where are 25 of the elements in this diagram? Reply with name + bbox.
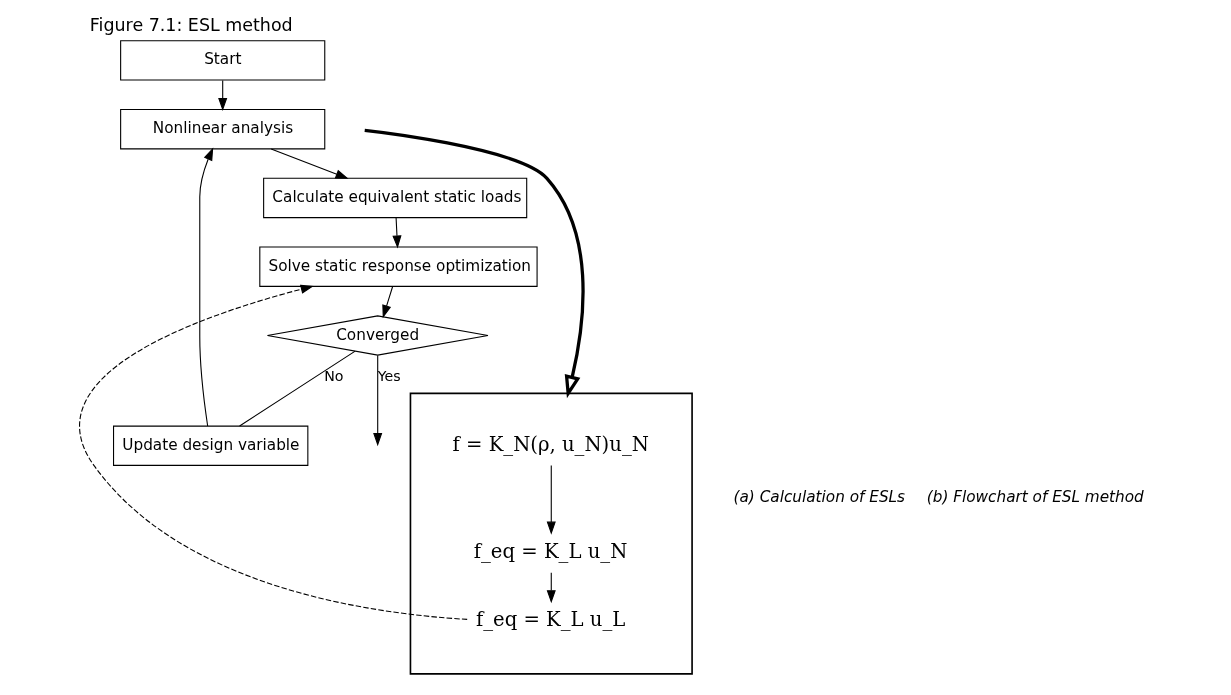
edge-label: No [324, 367, 344, 384]
node-box: Nonlinear analysis [120, 109, 326, 150]
node-box: Calculate equivalent static loads [263, 177, 528, 219]
diagram-title: Figure 7.1: ESL method [89, 14, 293, 35]
arrow [382, 286, 394, 319]
arrow [199, 147, 214, 427]
arrow [546, 465, 556, 535]
node-box: Solve static response optimization [259, 246, 538, 287]
arrow [392, 217, 402, 249]
node-text: f = K_N(ρ, u_N)u_N [452, 432, 649, 456]
node-text: f_eq = K_L u_N [473, 539, 628, 563]
arrow [270, 148, 349, 179]
edge-label: Yes [377, 367, 401, 384]
arrow [218, 79, 228, 111]
connector [239, 350, 356, 427]
arrow [373, 354, 383, 447]
cluster [409, 392, 693, 675]
label: (a) Calculation of ESLs [733, 488, 906, 507]
arrow [364, 128, 585, 399]
arrow [79, 284, 468, 620]
node-diamond: Converged [266, 315, 489, 356]
node-box: Start [120, 40, 326, 81]
node-box: Update design variable [113, 425, 309, 466]
label: (b) Flowchart of ESL method [926, 488, 1144, 507]
node-text: f_eq = K_L u_L [475, 608, 626, 632]
